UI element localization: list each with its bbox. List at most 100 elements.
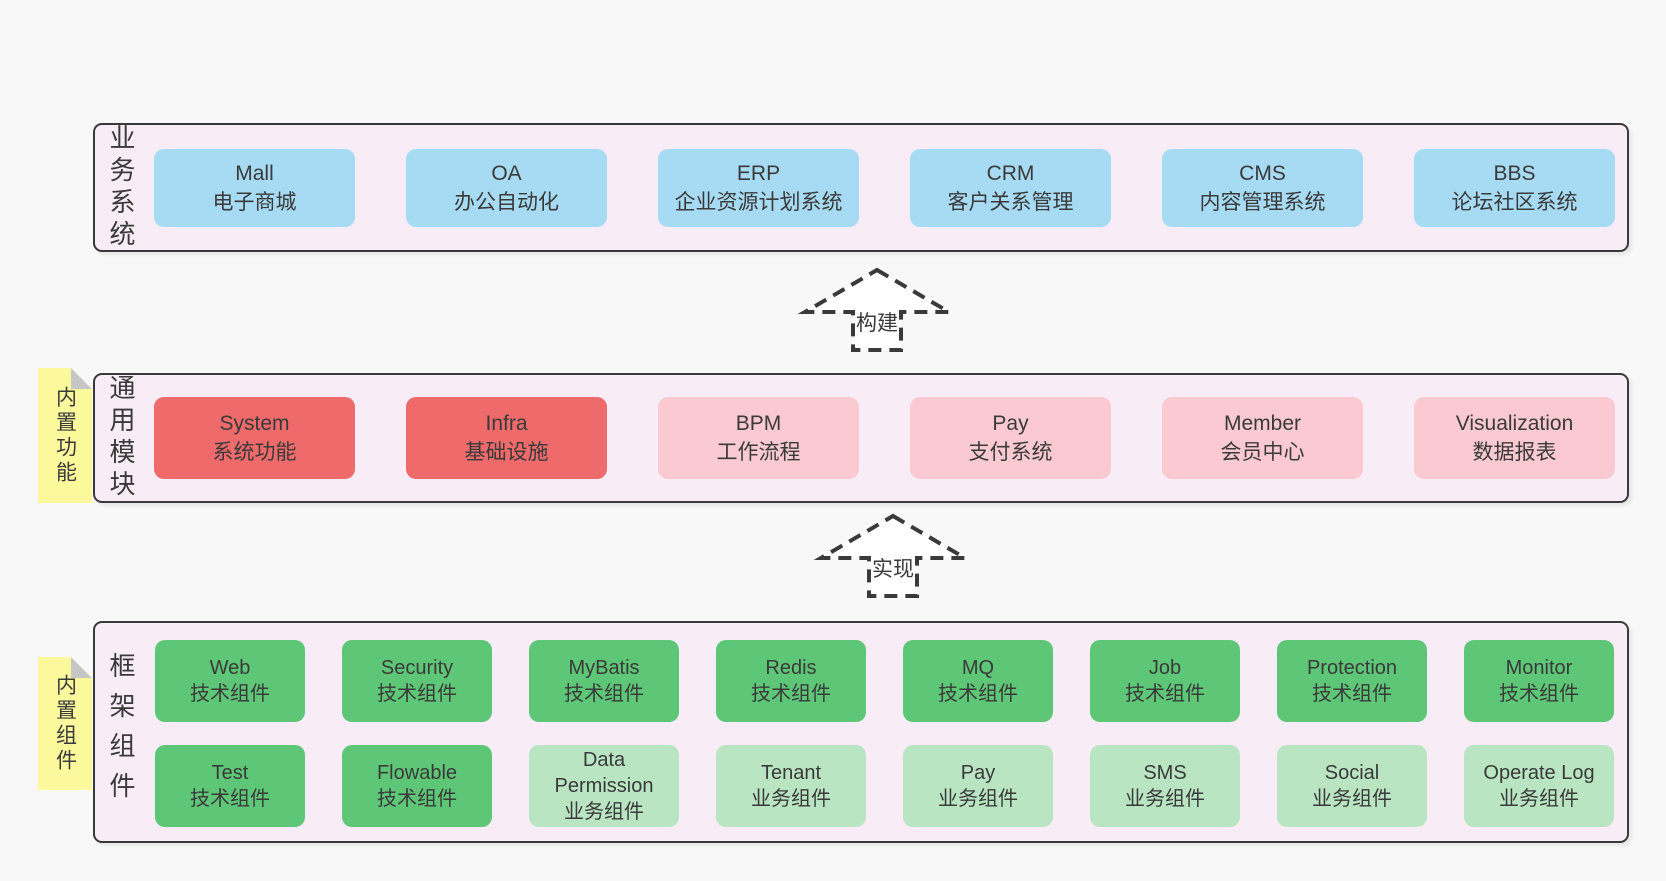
box-title: MyBatis [568,657,640,679]
box-subtitle: 技术组件 [751,683,831,705]
up-arrow-icon: 实现 [813,513,973,598]
box-subtitle: 业务组件 [1499,788,1579,810]
box-subtitle: 技术组件 [1499,683,1579,705]
box-data-permission: Data Permission 业务组件 [529,745,679,827]
box-subtitle: 业务组件 [1312,788,1392,810]
box-subtitle: 技术组件 [1125,683,1205,705]
box-subtitle: 技术组件 [938,683,1018,705]
box-job: Job 技术组件 [1090,640,1240,722]
box-subtitle: 客户关系管理 [947,190,1074,214]
box-title: SMS [1143,762,1187,784]
box-subtitle: 支付系统 [968,441,1053,464]
box-redis: Redis 技术组件 [716,640,866,722]
box-title: BBS [1493,161,1536,185]
box-monitor: Monitor 技术组件 [1464,640,1614,722]
sticky-tag-built-in-components: 内置组件 [38,657,92,790]
box-bbs: BBS 论坛社区系统 [1414,148,1615,227]
box-mq: MQ 技术组件 [903,640,1053,722]
box-title: Job [1148,657,1182,679]
box-oa: OA 办公自动化 [406,148,607,227]
box-tenant: Tenant 业务组件 [716,745,866,827]
box-title: Monitor [1505,657,1573,679]
box-subtitle: 业务组件 [1125,788,1205,810]
layer-label-framework-components: 框架组件 [106,652,136,812]
up-arrow-icon: 构建 [797,267,957,352]
box-subtitle: 业务组件 [938,788,1018,810]
arrow-build: 构建 [797,267,957,353]
box-title: CRM [986,161,1035,185]
box-title: Flowable [376,762,458,784]
box-subtitle: 技术组件 [377,788,457,810]
sticky-tag-label: 内置组件 [53,673,77,774]
box-subtitle: 电子商城 [212,190,297,214]
box-sms: SMS 业务组件 [1090,745,1240,827]
box-cms: CMS 内容管理系统 [1162,148,1363,227]
folded-corner-icon [71,657,92,678]
box-subtitle: 技术组件 [1312,683,1392,705]
box-subtitle: 基础设施 [464,441,549,464]
box-title: Infra [485,412,528,435]
box-subtitle: 业务组件 [564,801,644,823]
box-title: OA [491,161,522,185]
box-security: Security 技术组件 [342,640,492,722]
box-title: Pay [992,412,1029,435]
box-subtitle: 论坛社区系统 [1451,190,1578,214]
box-infra: Infra 基础设施 [406,397,607,479]
box-title: Protection [1306,657,1398,679]
layer-label-common-modules: 通用模块 [106,374,136,502]
box-title: Redis [765,657,817,679]
box-subtitle: 业务组件 [751,788,831,810]
box-pay: Pay 支付系统 [910,397,1111,479]
box-title: MQ [961,657,995,679]
arrow-implement-label: 实现 [872,558,914,581]
box-test: Test 技术组件 [155,745,305,827]
box-subtitle: 数据报表 [1472,441,1557,464]
box-title: Mall [235,161,274,185]
arrow-build-label: 构建 [856,312,898,335]
box-subtitle: 技术组件 [564,683,644,705]
box-system: System 系统功能 [154,397,355,479]
box-subtitle: 会员中心 [1220,441,1305,464]
box-title: Operate Log [1483,762,1595,784]
box-title: Data Permission [554,749,654,797]
sticky-tag-built-in-features: 内置功能 [38,368,92,503]
arrow-implement: 实现 [813,513,973,599]
box-title: CMS [1239,161,1286,185]
box-title: BPM [735,412,782,435]
folded-corner-icon [71,368,92,389]
sticky-tag-label: 内置功能 [53,385,77,486]
box-subtitle: 工作流程 [716,441,801,464]
box-web: Web 技术组件 [155,640,305,722]
box-title: Web [209,657,251,679]
box-subtitle: 办公自动化 [454,190,559,214]
box-title: System [219,412,290,435]
box-title: Test [211,762,249,784]
layer-common-modules: 通用模块 System 系统功能 Infra 基础设施 BPM 工作流程 Pay 支付系统 Me… [93,373,1629,503]
up-arrow-outline [797,267,957,352]
box-subtitle: 系统功能 [212,441,297,464]
box-subtitle: 企业资源计划系统 [674,190,843,214]
up-arrow-outline [813,513,973,598]
box-subtitle: 技术组件 [377,683,457,705]
box-crm: CRM 客户关系管理 [910,148,1111,227]
box-operate-log: Operate Log 业务组件 [1464,745,1614,827]
box-mall: Mall 电子商城 [154,148,355,227]
box-subtitle: 内容管理系统 [1199,190,1326,214]
box-title: Tenant [760,762,822,784]
box-subtitle: 技术组件 [190,788,270,810]
layer-label-business-systems: 业务系统 [106,123,136,252]
box-bpm: BPM 工作流程 [658,397,859,479]
box-title: Security [380,657,454,679]
box-subtitle: 技术组件 [190,683,270,705]
box-protection: Protection 技术组件 [1277,640,1427,722]
